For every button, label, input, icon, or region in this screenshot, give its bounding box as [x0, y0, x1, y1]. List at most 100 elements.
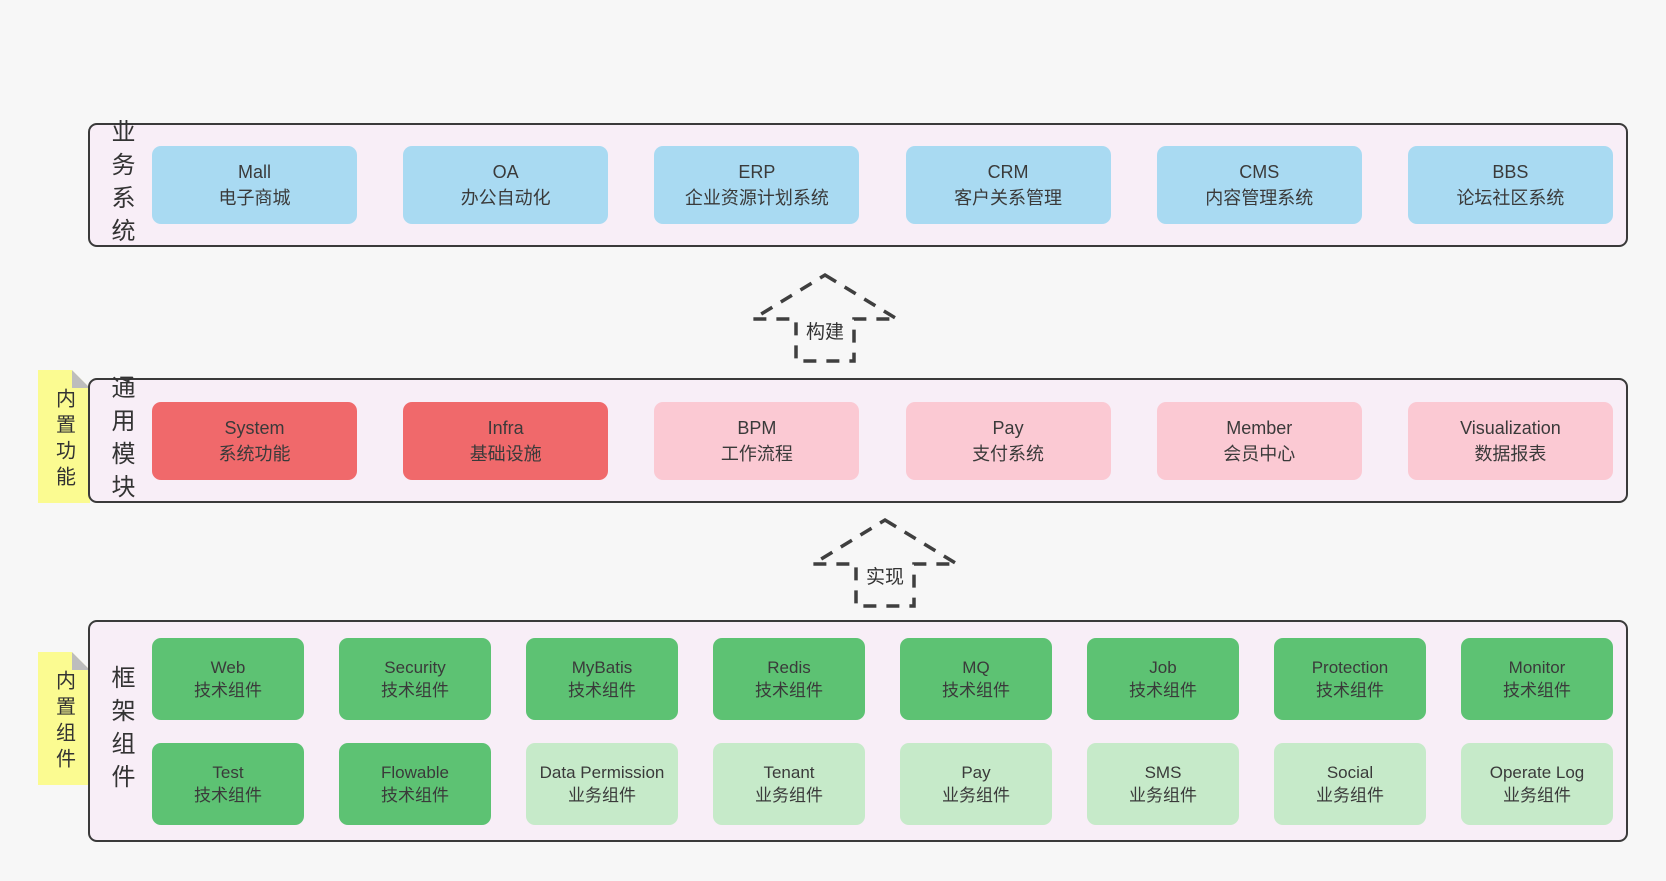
node-title: Pay	[992, 417, 1024, 438]
node-title: System	[224, 417, 285, 438]
sticky-note-builtin-features: 内置功能	[38, 370, 90, 503]
node-pay-business: Pay 业务组件	[900, 743, 1052, 825]
node-subtitle: 业务组件	[1503, 786, 1571, 805]
node-job: Job 技术组件	[1087, 638, 1239, 720]
node-title: Flowable	[380, 763, 450, 782]
arrow-label: 构建	[800, 316, 850, 345]
node-subtitle: 业务组件	[942, 786, 1010, 805]
node-title: BBS	[1492, 162, 1529, 182]
node-title: MyBatis	[571, 658, 633, 677]
node-subtitle: 会员中心	[1223, 443, 1296, 464]
node-data-permission: Data Permission 业务组件	[526, 743, 678, 825]
framework-row-2: Test 技术组件 Flowable 技术组件 Data Permission …	[152, 743, 1613, 825]
node-subtitle: 技术组件	[568, 681, 636, 700]
node-flowable: Flowable 技术组件	[339, 743, 491, 825]
node-title: BPM	[737, 417, 777, 438]
band-label: 框架组件	[107, 665, 134, 797]
node-subtitle: 业务组件	[1129, 786, 1197, 805]
node-title: Pay	[961, 763, 991, 782]
node-member: Member 会员中心	[1156, 401, 1362, 480]
node-title: Infra	[487, 417, 524, 438]
node-infra: Infra 基础设施	[403, 401, 609, 480]
node-subtitle: 客户关系管理	[954, 188, 1063, 208]
band-label: 通用模块	[107, 374, 134, 507]
node-subtitle: 技术组件	[1129, 681, 1197, 700]
node-subtitle: 基础设施	[469, 443, 542, 464]
band-label: 业务系统	[107, 119, 134, 251]
node-system: System 系统功能	[152, 401, 357, 480]
node-title: Job	[1149, 658, 1177, 677]
arrow-implement: 实现	[810, 517, 960, 609]
band-framework-components: 框架组件 Web 技术组件 Security 技术组件 MyBatis 技术组件…	[88, 620, 1628, 842]
node-title: Member	[1226, 417, 1293, 438]
node-operate-log: Operate Log 业务组件	[1461, 743, 1613, 825]
sticky-note-text: 内置功能	[52, 387, 75, 492]
node-test: Test 技术组件	[152, 743, 304, 825]
node-subtitle: 数据报表	[1474, 443, 1547, 464]
up-arrow-icon	[750, 272, 900, 363]
node-tenant: Tenant 业务组件	[713, 743, 865, 825]
framework-row-1: Web 技术组件 Security 技术组件 MyBatis 技术组件 Redi…	[152, 638, 1613, 720]
node-title: Tenant	[763, 763, 815, 782]
node-subtitle: 技术组件	[1316, 681, 1384, 700]
node-monitor: Monitor 技术组件	[1461, 638, 1613, 720]
node-subtitle: 技术组件	[755, 681, 823, 700]
node-subtitle: 论坛社区系统	[1456, 188, 1565, 208]
node-bbs: BBS 论坛社区系统	[1407, 146, 1613, 224]
node-subtitle: 办公自动化	[460, 188, 551, 208]
node-title: Web	[210, 658, 246, 677]
node-mq: MQ 技术组件	[900, 638, 1052, 720]
node-title: Monitor	[1508, 658, 1566, 677]
node-title: Test	[212, 763, 244, 782]
node-subtitle: 技术组件	[381, 786, 449, 805]
node-subtitle: 业务组件	[1316, 786, 1384, 805]
node-title: Visualization	[1460, 417, 1561, 438]
node-subtitle: 业务组件	[755, 786, 823, 805]
node-subtitle: 系统功能	[218, 443, 291, 464]
node-subtitle: 支付系统	[972, 443, 1045, 464]
node-title: Protection	[1311, 658, 1389, 677]
node-cms: CMS 内容管理系统	[1156, 146, 1362, 224]
node-title: CRM	[987, 162, 1029, 182]
node-erp: ERP 企业资源计划系统	[654, 146, 860, 224]
node-subtitle: 技术组件	[194, 681, 262, 700]
node-title: ERP	[738, 162, 776, 182]
node-security: Security 技术组件	[339, 638, 491, 720]
node-title: Redis	[767, 658, 811, 677]
band-common-modules: 通用模块 System 系统功能 Infra 基础设施 BPM 工作流程 Pay…	[88, 375, 1628, 507]
up-arrow-icon	[810, 517, 960, 608]
node-title: Mall	[237, 162, 271, 182]
folded-corner-cut	[72, 652, 90, 670]
node-sms: SMS 业务组件	[1087, 743, 1239, 825]
node-crm: CRM 客户关系管理	[905, 146, 1111, 224]
node-subtitle: 电子商城	[218, 188, 291, 208]
node-web: Web 技术组件	[152, 638, 304, 720]
node-oa: OA 办公自动化	[403, 146, 609, 224]
arrow-label: 实现	[860, 561, 910, 590]
node-title: SMS	[1144, 763, 1182, 782]
node-subtitle: 技术组件	[381, 681, 449, 700]
node-subtitle: 内容管理系统	[1205, 188, 1314, 208]
node-mall: Mall 电子商城	[152, 146, 357, 224]
node-subtitle: 业务组件	[568, 786, 636, 805]
node-title: Social	[1326, 763, 1374, 782]
sticky-note-builtin-components: 内置组件	[38, 652, 90, 785]
node-title: Operate Log	[1489, 763, 1585, 782]
node-subtitle: 技术组件	[194, 786, 262, 805]
node-redis: Redis 技术组件	[713, 638, 865, 720]
band-content: Web 技术组件 Security 技术组件 MyBatis 技术组件 Redi…	[152, 638, 1613, 825]
node-protection: Protection 技术组件	[1274, 638, 1426, 720]
band-content: Mall 电子商城 OA 办公自动化 ERP 企业资源计划系统 CRM 客户关系…	[152, 125, 1613, 245]
node-mybatis: MyBatis 技术组件	[526, 638, 678, 720]
band-content: System 系统功能 Infra 基础设施 BPM 工作流程 Pay 支付系统…	[152, 380, 1613, 501]
node-pay: Pay 支付系统	[905, 401, 1111, 480]
node-visualization: Visualization 数据报表	[1407, 401, 1613, 480]
node-subtitle: 企业资源计划系统	[684, 188, 829, 208]
node-social: Social 业务组件	[1274, 743, 1426, 825]
node-subtitle: 技术组件	[942, 681, 1010, 700]
folded-corner-cut	[72, 370, 90, 388]
node-title: OA	[492, 162, 519, 182]
node-bpm: BPM 工作流程	[654, 401, 860, 480]
band-business-systems: 业务系统 Mall 电子商城 OA 办公自动化 ERP 企业资源计划系统 CRM…	[88, 119, 1628, 251]
